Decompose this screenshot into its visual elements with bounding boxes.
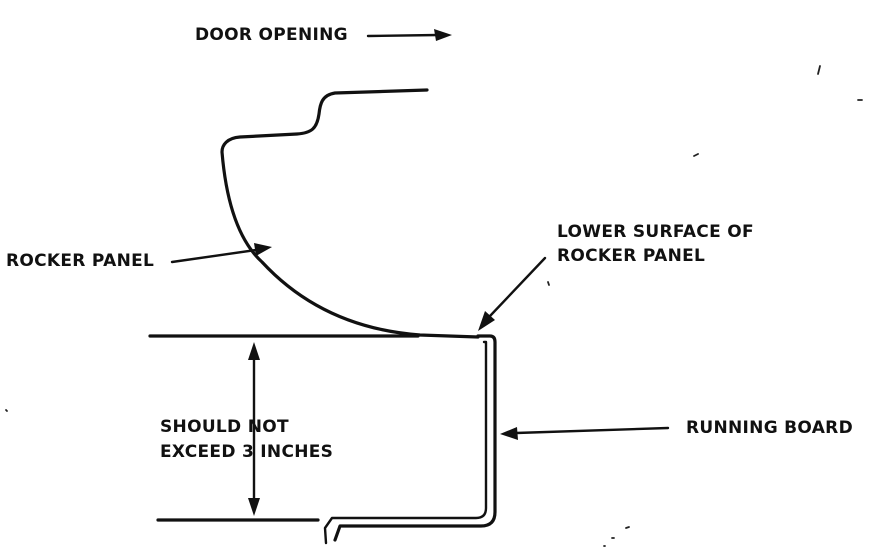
running-board-outer: [333, 334, 497, 542]
rocker-panel-arrow: [170, 243, 272, 264]
running-board-arrow: [500, 426, 670, 440]
rocker-panel-label: ROCKER PANEL: [6, 251, 154, 271]
running-board-label: RUNNING BOARD: [686, 418, 853, 438]
scan-specks: [5, 65, 863, 547]
running-board-inner: [323, 340, 488, 545]
door-opening-label: DOOR OPENING: [195, 25, 348, 45]
dimension-arrow: [248, 342, 260, 516]
dimension-label-line2: EXCEED 3 INCHES: [160, 442, 333, 462]
lower-surface-label-line2: ROCKER PANEL: [557, 246, 705, 266]
lower-surface-label-line1: LOWER SURFACE OF: [557, 222, 754, 242]
rocker-panel-outline: [220, 88, 480, 339]
lower-surface-arrow: [478, 256, 547, 331]
door-opening-arrow: [366, 29, 452, 41]
dimension-label-line1: SHOULD NOT: [160, 417, 289, 437]
